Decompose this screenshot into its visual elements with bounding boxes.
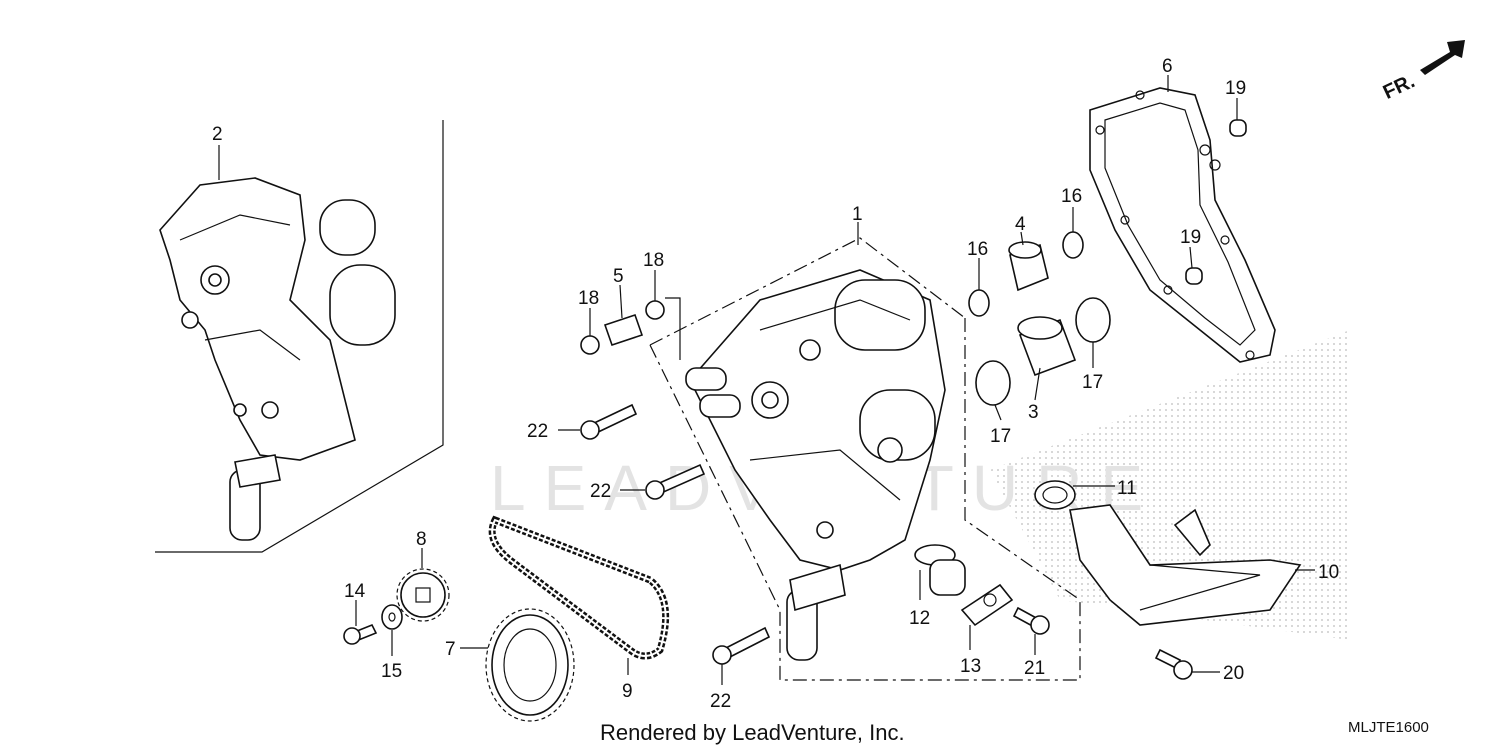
callout-17-right[interactable]: 17	[1082, 372, 1103, 393]
part-1-pump-body	[649, 237, 1081, 681]
callout-14[interactable]: 14	[344, 581, 366, 602]
diagram-code: MLJTE1600	[1348, 719, 1429, 736]
part-22-flange-bolts	[580, 403, 771, 665]
callout-labels: 2 1 3 4 5 6 7 8 9 10 11 12 13 14 15 16 1…	[212, 56, 1339, 712]
callout-15[interactable]: 15	[381, 661, 402, 682]
callout-3[interactable]: 3	[1028, 402, 1039, 423]
callout-22-lower[interactable]: 22	[710, 691, 731, 712]
callout-12[interactable]: 12	[909, 608, 930, 629]
fr-label: FR.	[1380, 70, 1418, 104]
callout-5[interactable]: 5	[613, 266, 624, 287]
front-direction-arrow: FR.	[1380, 40, 1465, 104]
callout-18-right[interactable]: 18	[643, 250, 664, 271]
callout-2[interactable]: 2	[212, 124, 223, 145]
part-3-4-joint-collars	[1008, 241, 1077, 377]
callout-19-lower[interactable]: 19	[1180, 227, 1201, 248]
callout-11[interactable]: 11	[1117, 478, 1137, 499]
part-14-bolt	[343, 623, 378, 645]
part-12-water-pipe	[914, 544, 966, 596]
callout-22-upper[interactable]: 22	[527, 421, 548, 442]
callout-4[interactable]: 4	[1015, 214, 1026, 235]
callout-8[interactable]: 8	[416, 529, 427, 550]
part-10-water-hose-pipe	[1069, 504, 1302, 626]
callout-9[interactable]: 9	[622, 681, 633, 702]
callout-18-left[interactable]: 18	[578, 288, 599, 309]
callout-17-left[interactable]: 17	[990, 426, 1011, 447]
part-21-bolt	[1012, 606, 1050, 635]
part-5-18-collar-seals	[580, 297, 681, 360]
callout-19-upper[interactable]: 19	[1225, 78, 1246, 99]
callout-22-middle[interactable]: 22	[590, 481, 611, 502]
part-8-sprocket	[396, 568, 450, 622]
footer-credit: Rendered by LeadVenture, Inc.	[600, 720, 905, 745]
part-11-seal	[1034, 480, 1076, 510]
part-6-gasket	[1089, 87, 1276, 363]
part-20-bolt	[1154, 648, 1193, 680]
callout-16-upper[interactable]: 16	[1061, 186, 1082, 207]
part-13-gasket	[960, 583, 1014, 627]
callout-13[interactable]: 13	[960, 656, 981, 677]
leader-lines	[218, 75, 1315, 685]
callout-10[interactable]: 10	[1318, 562, 1339, 583]
callout-21[interactable]: 21	[1024, 658, 1045, 679]
part-15-washer	[381, 604, 403, 630]
callout-16-lower[interactable]: 16	[967, 239, 988, 260]
callout-20[interactable]: 20	[1223, 663, 1244, 684]
part-9-drive-chain	[488, 515, 670, 660]
part-2-water-pump-assembly	[155, 120, 444, 553]
part-19-dowel-pins	[1185, 119, 1247, 285]
callout-1[interactable]: 1	[852, 204, 863, 225]
part-7-drive-sprocket	[485, 608, 575, 722]
callout-7[interactable]: 7	[445, 639, 456, 660]
callout-6[interactable]: 6	[1162, 56, 1173, 77]
